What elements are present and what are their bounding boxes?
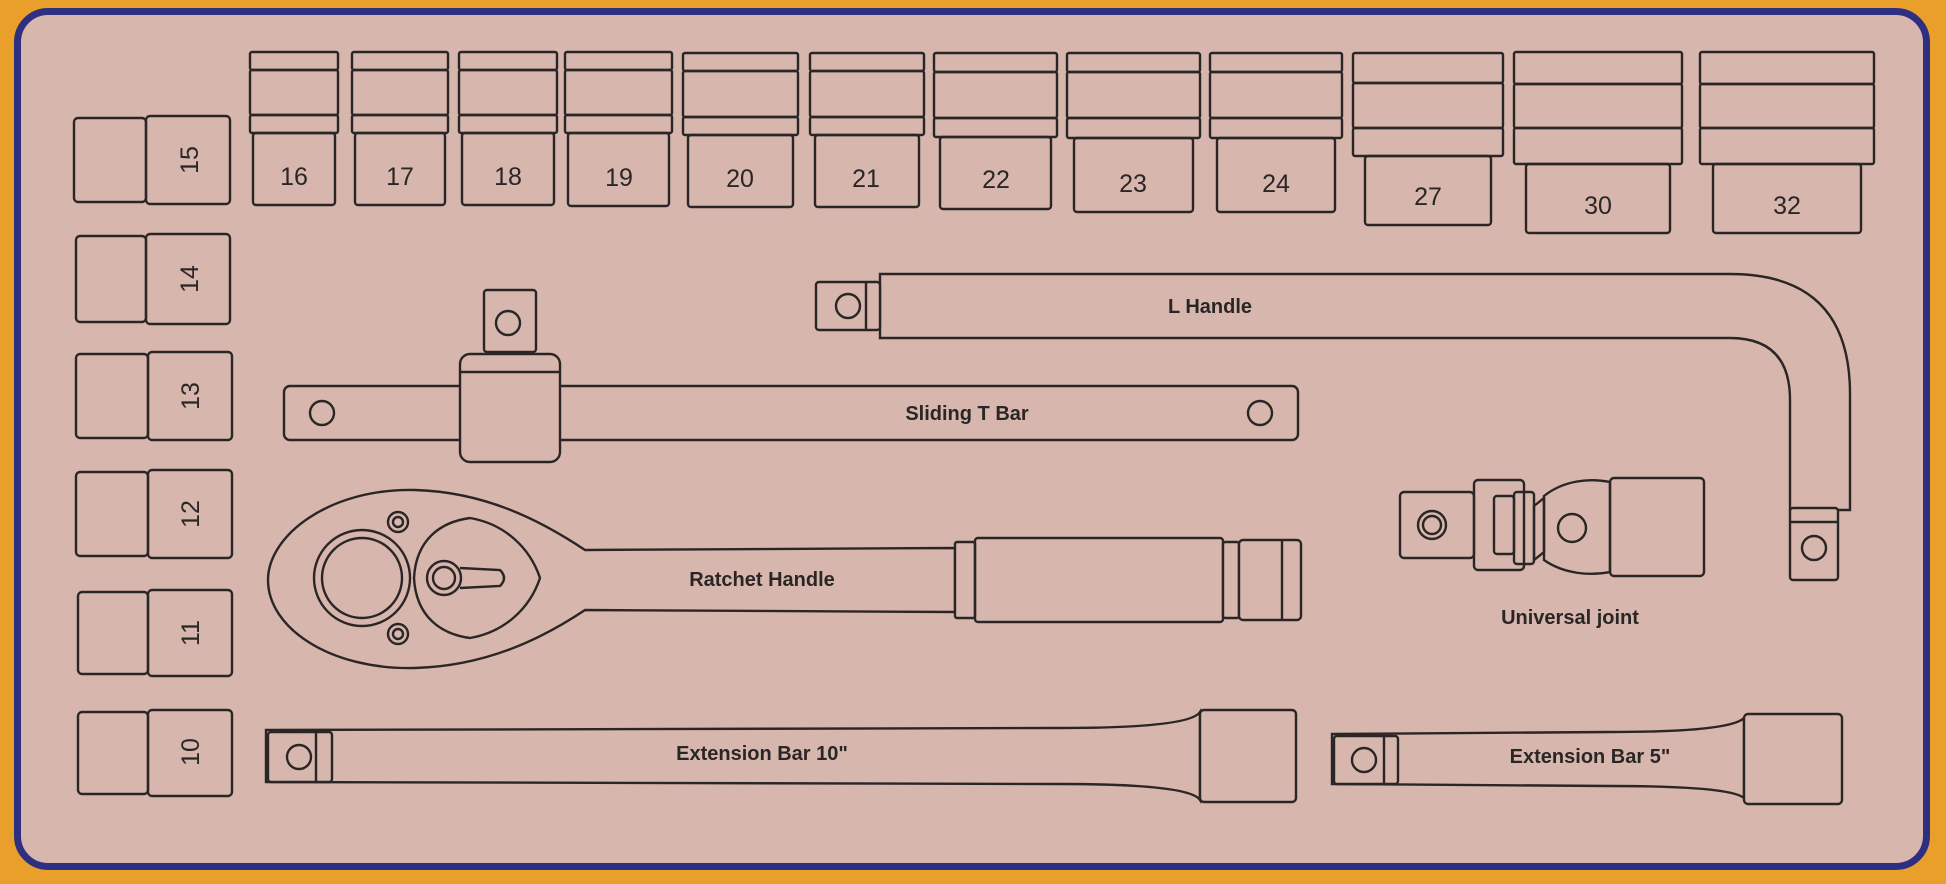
socket-label-17: 17 bbox=[386, 163, 414, 191]
socket-15: 15 bbox=[72, 114, 232, 206]
socket-label-11: 11 bbox=[177, 620, 205, 646]
sliding-t-bar-label: Sliding T Bar bbox=[905, 403, 1029, 425]
socket-19: 19 bbox=[563, 50, 674, 208]
socket-17: 17 bbox=[350, 50, 450, 207]
socket-label-24: 24 bbox=[1262, 170, 1290, 198]
socket-12: 12 bbox=[74, 468, 234, 560]
socket-label-19: 19 bbox=[605, 164, 633, 192]
socket-label-32: 32 bbox=[1773, 192, 1801, 220]
socket-label-23: 23 bbox=[1119, 170, 1147, 198]
socket-30: 30 bbox=[1512, 50, 1684, 235]
socket-label-18: 18 bbox=[494, 163, 522, 191]
sliding-t-bar: Sliding T Bar bbox=[282, 288, 1300, 464]
socket-label-13: 13 bbox=[177, 382, 205, 410]
socket-22: 22 bbox=[932, 51, 1059, 211]
socket-27: 27 bbox=[1351, 51, 1505, 227]
socket-label-22: 22 bbox=[982, 166, 1010, 194]
socket-18: 18 bbox=[457, 50, 559, 207]
socket-label-21: 21 bbox=[852, 165, 880, 193]
socket-24: 24 bbox=[1208, 51, 1344, 214]
socket-label-14: 14 bbox=[176, 265, 204, 293]
l-handle-label: L Handle bbox=[1168, 296, 1252, 318]
extension-bar-10: Extension Bar 10" bbox=[264, 707, 1298, 805]
extension-bar-5-label: Extension Bar 5" bbox=[1510, 746, 1671, 768]
socket-14: 14 bbox=[74, 232, 232, 326]
socket-label-27: 27 bbox=[1414, 183, 1442, 211]
socket-13: 13 bbox=[74, 350, 234, 442]
socket-10: 10 bbox=[76, 708, 234, 798]
socket-label-30: 30 bbox=[1584, 192, 1612, 220]
universal-joint-label: Universal joint bbox=[1501, 607, 1639, 629]
socket-11: 11 bbox=[76, 588, 234, 678]
socket-16: 16 bbox=[248, 50, 340, 207]
socket-label-10: 10 bbox=[177, 738, 205, 766]
socket-label-20: 20 bbox=[726, 165, 754, 193]
extension-bar-10-label: Extension Bar 10" bbox=[676, 743, 848, 765]
socket-21: 21 bbox=[808, 51, 926, 209]
socket-20: 20 bbox=[681, 51, 800, 209]
socket-label-15: 15 bbox=[176, 146, 204, 174]
socket-23: 23 bbox=[1065, 51, 1202, 214]
extension-bar-5: Extension Bar 5" bbox=[1330, 712, 1844, 806]
ratchet-handle: Ratchet Handle bbox=[266, 488, 1303, 670]
socket-32: 32 bbox=[1698, 50, 1876, 235]
l-handle: L Handle bbox=[814, 272, 1852, 582]
universal-joint: Universal joint bbox=[1398, 476, 1706, 629]
socket-label-12: 12 bbox=[177, 500, 205, 528]
ratchet-handle-label: Ratchet Handle bbox=[689, 569, 835, 591]
socket-label-16: 16 bbox=[280, 163, 308, 191]
